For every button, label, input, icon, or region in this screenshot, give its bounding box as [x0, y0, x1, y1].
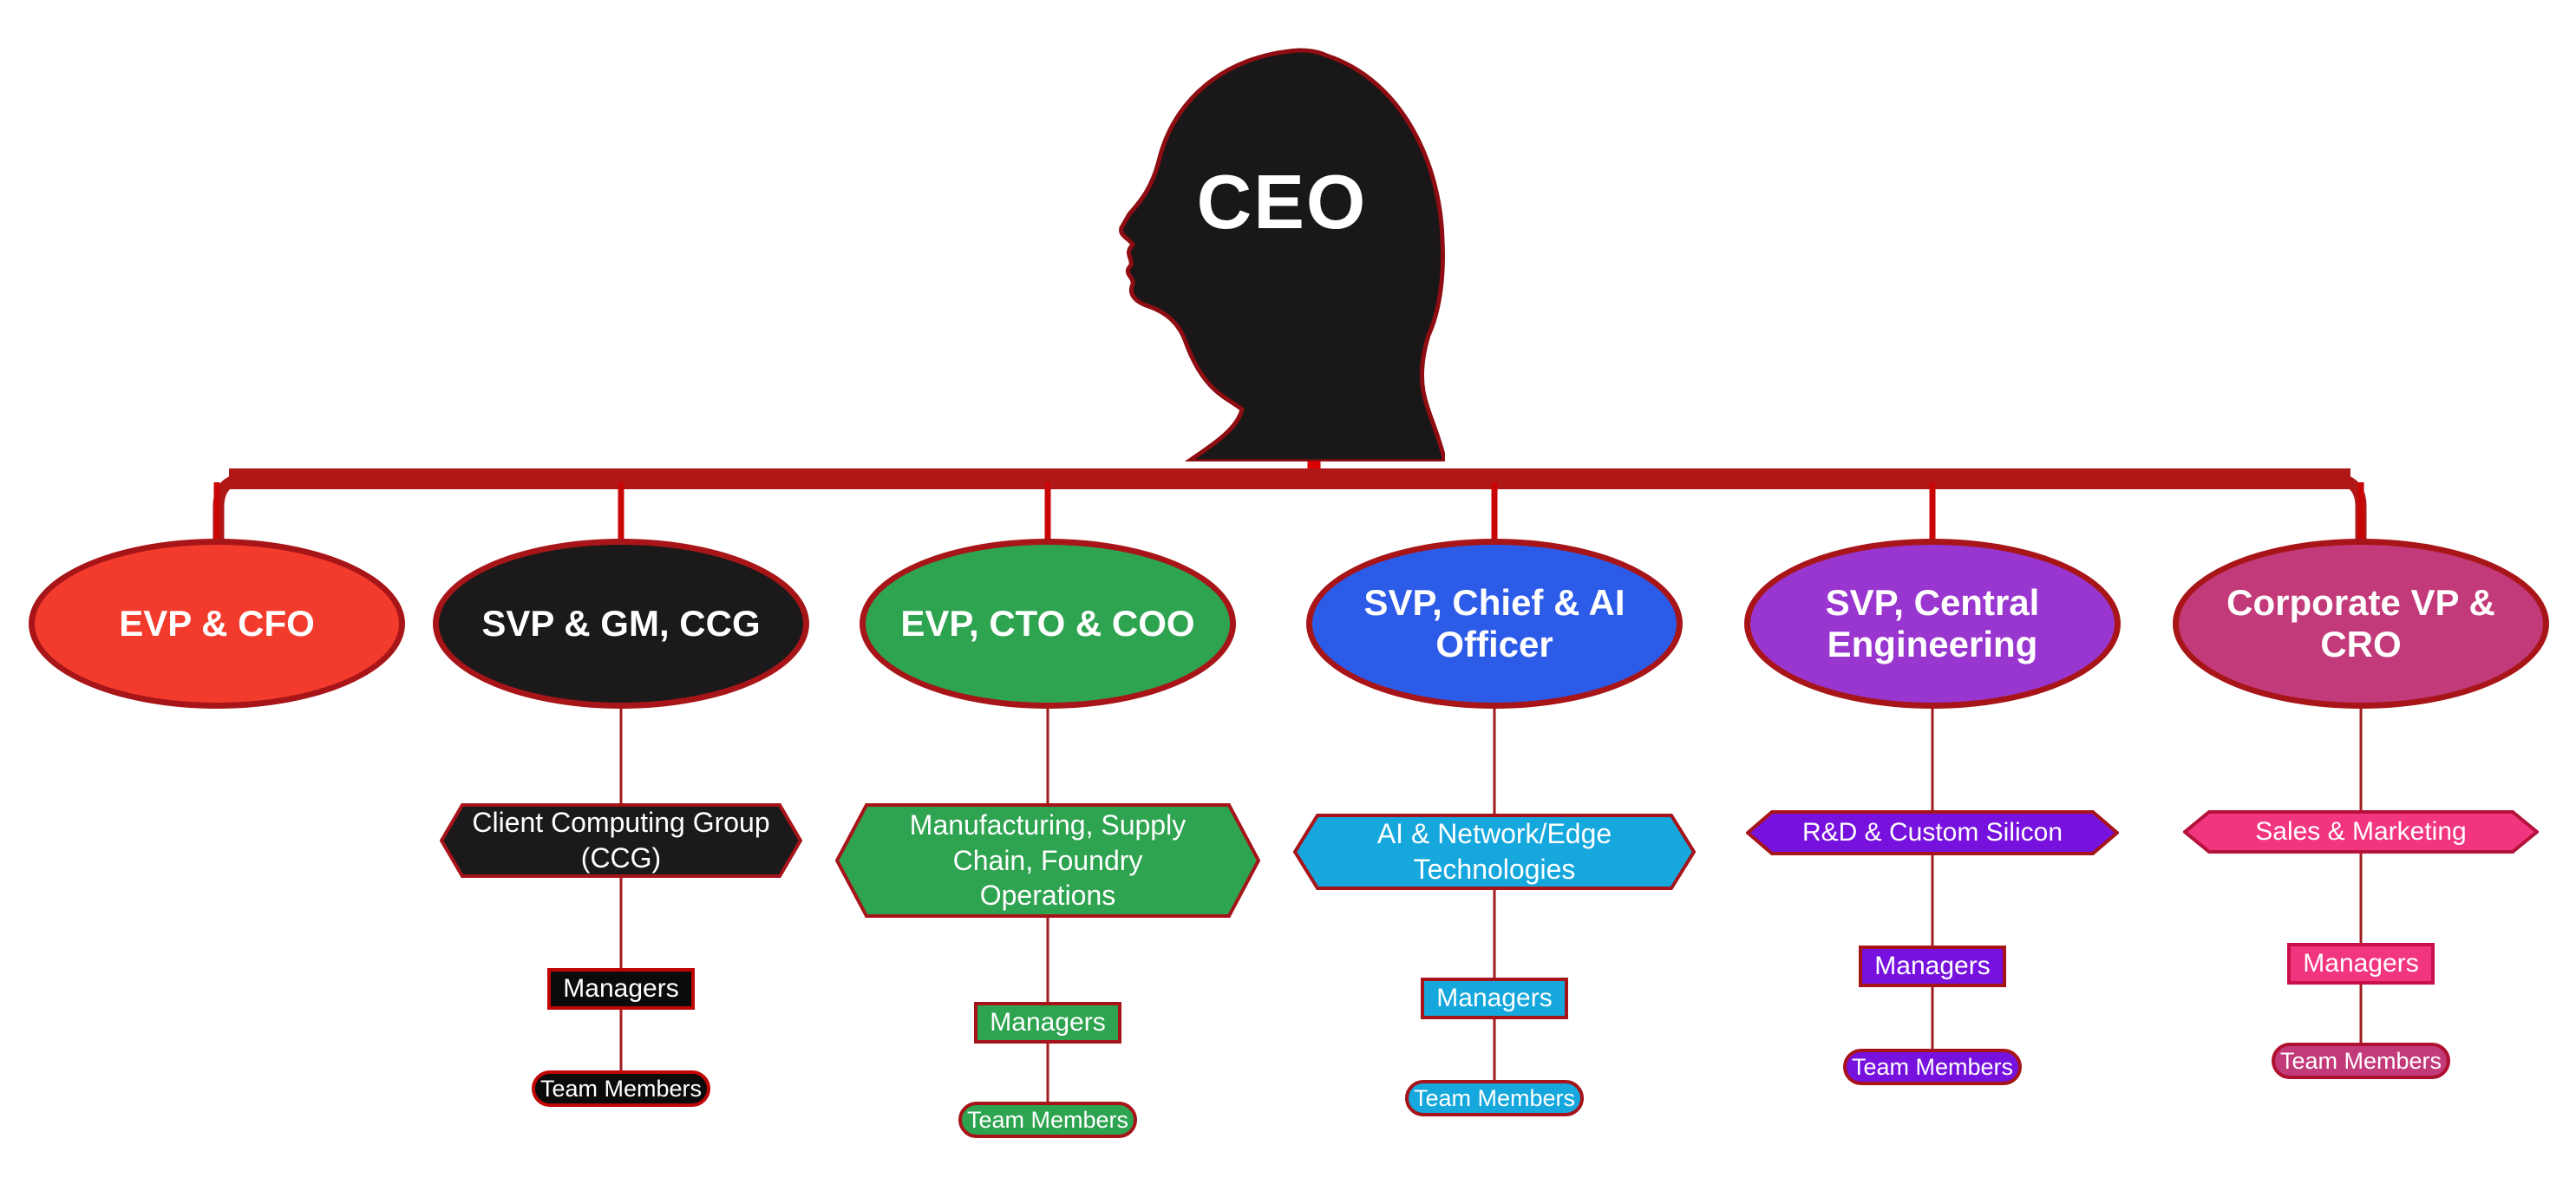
role-title: SVP, Central Engineering — [1825, 581, 2040, 664]
department-hexagon: AI & Network/Edge Technologies — [1293, 814, 1696, 890]
role-ellipse: EVP, CTO & COO — [860, 539, 1236, 709]
managers-label: Managers — [2303, 949, 2419, 978]
managers-box: Managers — [974, 1002, 1121, 1044]
team-members-pill: Team Members — [958, 1102, 1137, 1138]
team-members-label: Team Members — [1413, 1084, 1576, 1111]
role-ellipse: SVP & GM, CCG — [433, 539, 809, 709]
team-members-pill: Team Members — [1843, 1049, 2022, 1085]
managers-box: Managers — [547, 968, 695, 1010]
managers-label: Managers — [563, 974, 679, 1003]
role-title: EVP, CTO & COO — [900, 602, 1195, 644]
managers-label: Managers — [1436, 984, 1553, 1012]
hexagon-polygon — [440, 803, 802, 878]
department-hexagon-shape — [1293, 814, 1696, 890]
role-title: SVP & GM, CCG — [481, 602, 761, 644]
role-title: SVP, Chief & AI Officer — [1363, 581, 1625, 664]
department-hexagon-shape — [835, 803, 1260, 918]
managers-box: Managers — [1859, 946, 2006, 987]
role-ellipse: SVP, Central Engineering — [1744, 539, 2121, 709]
role-ellipse: SVP, Chief & AI Officer — [1306, 539, 1683, 709]
department-label: R&D & Custom Silicon — [1801, 817, 2063, 847]
team-members-label: Team Members — [539, 1075, 703, 1102]
department-label: Manufacturing, Supply Chain, Foundry Ope… — [909, 808, 1187, 912]
team-members-pill: Team Members — [532, 1070, 710, 1107]
ceo-label: CEO — [1196, 159, 1368, 245]
team-members-pill: Team Members — [2272, 1043, 2450, 1079]
department-label: Client Computing Group (CCG) — [472, 807, 770, 874]
hexagon-polygon — [2183, 810, 2539, 854]
hexagon-polygon — [1746, 810, 2119, 855]
department-label: AI & Network/Edge Technologies — [1376, 818, 1612, 885]
team-members-label: Team Members — [2279, 1047, 2442, 1074]
role-ellipse: Corporate VP & CRO — [2173, 539, 2549, 709]
role-title: Corporate VP & CRO — [2226, 581, 2495, 664]
department-hexagon: Client Computing Group (CCG) — [440, 803, 802, 878]
team-members-label: Team Members — [1851, 1053, 2014, 1080]
department-hexagon-shape — [1746, 810, 2119, 855]
hexagon-polygon — [835, 803, 1260, 918]
department-hexagon-shape — [440, 803, 802, 878]
head-profile-path — [1119, 48, 1445, 461]
ceo-node: CEO — [1119, 47, 1445, 461]
managers-label: Managers — [1874, 952, 1991, 980]
hexagon-polygon — [1293, 814, 1696, 890]
department-hexagon: R&D & Custom Silicon — [1746, 810, 2119, 855]
department-hexagon: Manufacturing, Supply Chain, Foundry Ope… — [835, 803, 1260, 918]
department-label: Sales & Marketing — [2255, 816, 2467, 846]
managers-box: Managers — [1421, 978, 1568, 1019]
managers-label: Managers — [990, 1008, 1106, 1037]
department-hexagon: Sales & Marketing — [2183, 810, 2539, 854]
ceo-head-silhouette — [1119, 48, 1445, 461]
department-hexagon-shape — [2183, 810, 2539, 854]
team-members-label: Team Members — [966, 1106, 1129, 1133]
role-title: EVP & CFO — [119, 602, 315, 644]
team-members-pill: Team Members — [1405, 1080, 1584, 1116]
managers-box: Managers — [2287, 943, 2435, 985]
role-ellipse: EVP & CFO — [29, 539, 405, 709]
